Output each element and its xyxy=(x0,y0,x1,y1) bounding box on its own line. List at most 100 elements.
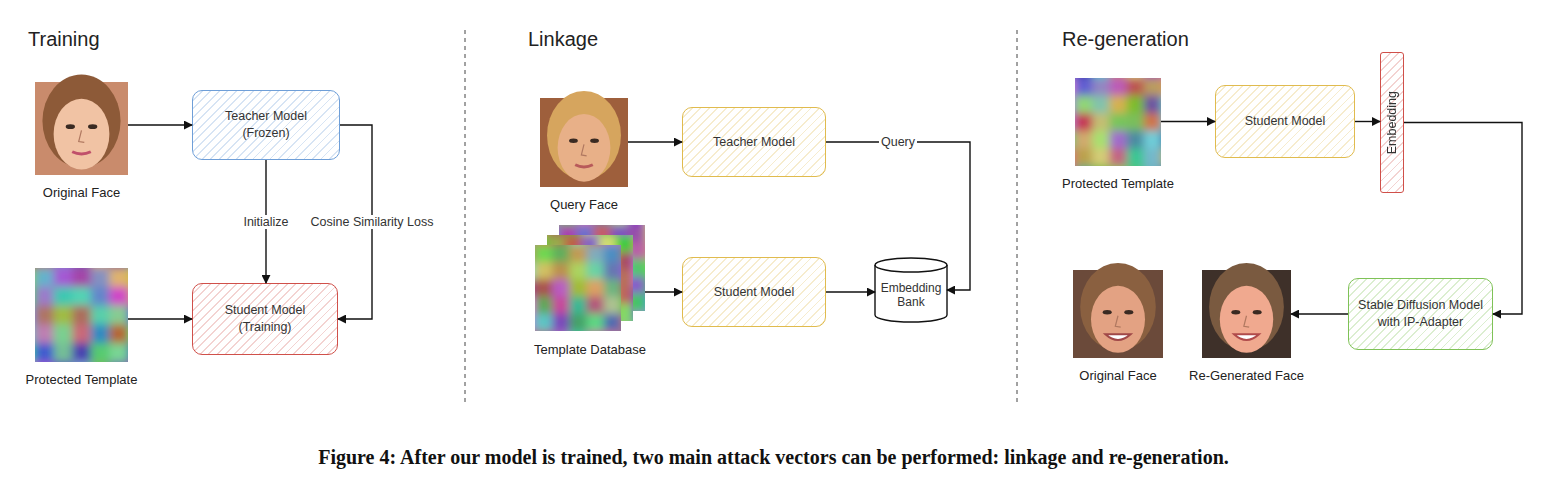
arrow-connector xyxy=(338,125,372,319)
noise-cell xyxy=(535,297,553,315)
noise-cell xyxy=(72,343,92,362)
noise-cell xyxy=(552,279,570,297)
noise-cell xyxy=(535,279,553,297)
noise-cell xyxy=(535,314,553,331)
eye xyxy=(569,138,578,142)
image-caption: Protected Template xyxy=(0,372,188,387)
noise-cell xyxy=(587,245,605,263)
noise-cell xyxy=(1144,113,1161,132)
noise-cell xyxy=(1075,113,1093,132)
face-image: Query Face xyxy=(540,98,628,187)
template-image xyxy=(559,225,645,311)
model-box: Teacher Model xyxy=(682,107,826,177)
noise-cell xyxy=(72,268,92,288)
database-cylinder: Embedding Bank xyxy=(875,258,947,322)
noise-cell xyxy=(1144,96,1161,115)
edge-label: Cosine Similarity Loss xyxy=(309,215,436,229)
noise-cell xyxy=(1109,131,1127,150)
cylinder-label: Embedding Bank xyxy=(875,281,947,310)
box-label: Student Model xyxy=(714,284,795,301)
image-caption: Template Database xyxy=(475,342,705,357)
noise-cell xyxy=(1092,131,1110,150)
box-label: Student Model xyxy=(1245,113,1326,130)
nose xyxy=(79,130,85,142)
noise-cell xyxy=(54,268,74,288)
template-image xyxy=(547,235,633,321)
template-background xyxy=(35,268,128,362)
embedding-bar: Embedding xyxy=(1380,52,1404,193)
noise-cell xyxy=(54,324,74,344)
noise-cell xyxy=(91,306,111,326)
eye xyxy=(590,138,599,142)
noise-cell xyxy=(569,297,587,315)
mouth xyxy=(575,165,593,167)
noise-cell xyxy=(72,287,92,307)
node-graphic xyxy=(540,98,628,187)
noise-cell xyxy=(552,245,570,263)
noise-cell xyxy=(91,343,111,362)
face-skin xyxy=(1091,286,1145,353)
mouth xyxy=(1234,334,1259,340)
edge-label: Query xyxy=(879,135,917,149)
arrow-connector xyxy=(628,141,682,142)
nose xyxy=(581,144,586,156)
arrow-connector xyxy=(1291,313,1348,314)
eye xyxy=(1124,310,1133,314)
arrow-connector xyxy=(265,160,266,283)
noise-cell xyxy=(1109,113,1127,132)
noise-cell xyxy=(1109,148,1127,166)
noise-cell xyxy=(1109,96,1127,115)
noise-cell xyxy=(35,306,55,326)
node-graphic xyxy=(35,82,128,175)
bar-label: Embedding xyxy=(1384,91,1401,154)
noise-cell xyxy=(552,297,570,315)
face-image: Original Face xyxy=(35,82,128,175)
noise-cell xyxy=(1092,96,1110,115)
noise-cell xyxy=(109,306,128,326)
eye xyxy=(66,124,75,129)
box-label: Student Model (Training) xyxy=(215,302,315,336)
noise-cell xyxy=(91,287,111,307)
model-box: Student Model xyxy=(682,257,826,327)
noise-cell xyxy=(91,324,111,344)
noise-cell xyxy=(1092,78,1110,97)
noise-cell xyxy=(1127,148,1145,166)
noise-cell xyxy=(1144,148,1161,166)
model-box: Stable Diffusion Model with IP-Adapter xyxy=(1348,278,1493,350)
arrow-connector xyxy=(128,318,192,319)
noise-cell xyxy=(1092,113,1110,132)
arrow-connector xyxy=(1355,121,1380,122)
noise-cell xyxy=(569,279,587,297)
noise-cell xyxy=(1075,148,1093,166)
face-skin xyxy=(558,114,611,182)
arrow-connector xyxy=(1404,123,1522,315)
noise-cell xyxy=(54,287,74,307)
noise-cell xyxy=(35,287,55,307)
noise-cell xyxy=(109,268,128,288)
box-label: Teacher Model (Frozen) xyxy=(216,108,316,142)
model-box: Student Model xyxy=(1215,85,1355,158)
noise-cell xyxy=(54,343,74,362)
eye xyxy=(1231,310,1240,314)
noise-cell xyxy=(587,314,605,331)
node-graphic xyxy=(535,225,645,332)
noise-cell xyxy=(587,279,605,297)
mouth xyxy=(72,152,91,154)
nose xyxy=(1115,316,1120,327)
face-skin xyxy=(1220,286,1273,353)
noise-cell xyxy=(604,297,621,315)
noise-cell xyxy=(1127,96,1145,115)
noise-cell xyxy=(109,287,128,307)
face-image: Re-Generated Face xyxy=(1202,270,1291,358)
noise-cell xyxy=(35,324,55,344)
template-image xyxy=(1075,78,1161,166)
model-box: Student Model (Training) xyxy=(192,283,338,355)
panel-title: Training xyxy=(28,28,100,51)
model-box: Teacher Model (Frozen) xyxy=(192,90,340,160)
image-caption: Query Face xyxy=(480,197,688,212)
noise-cell xyxy=(552,262,570,280)
arrow-connector xyxy=(826,142,970,290)
noise-cell xyxy=(535,262,553,280)
image-caption: Re-Generated Face xyxy=(1142,368,1351,383)
noise-cell xyxy=(1144,78,1161,97)
